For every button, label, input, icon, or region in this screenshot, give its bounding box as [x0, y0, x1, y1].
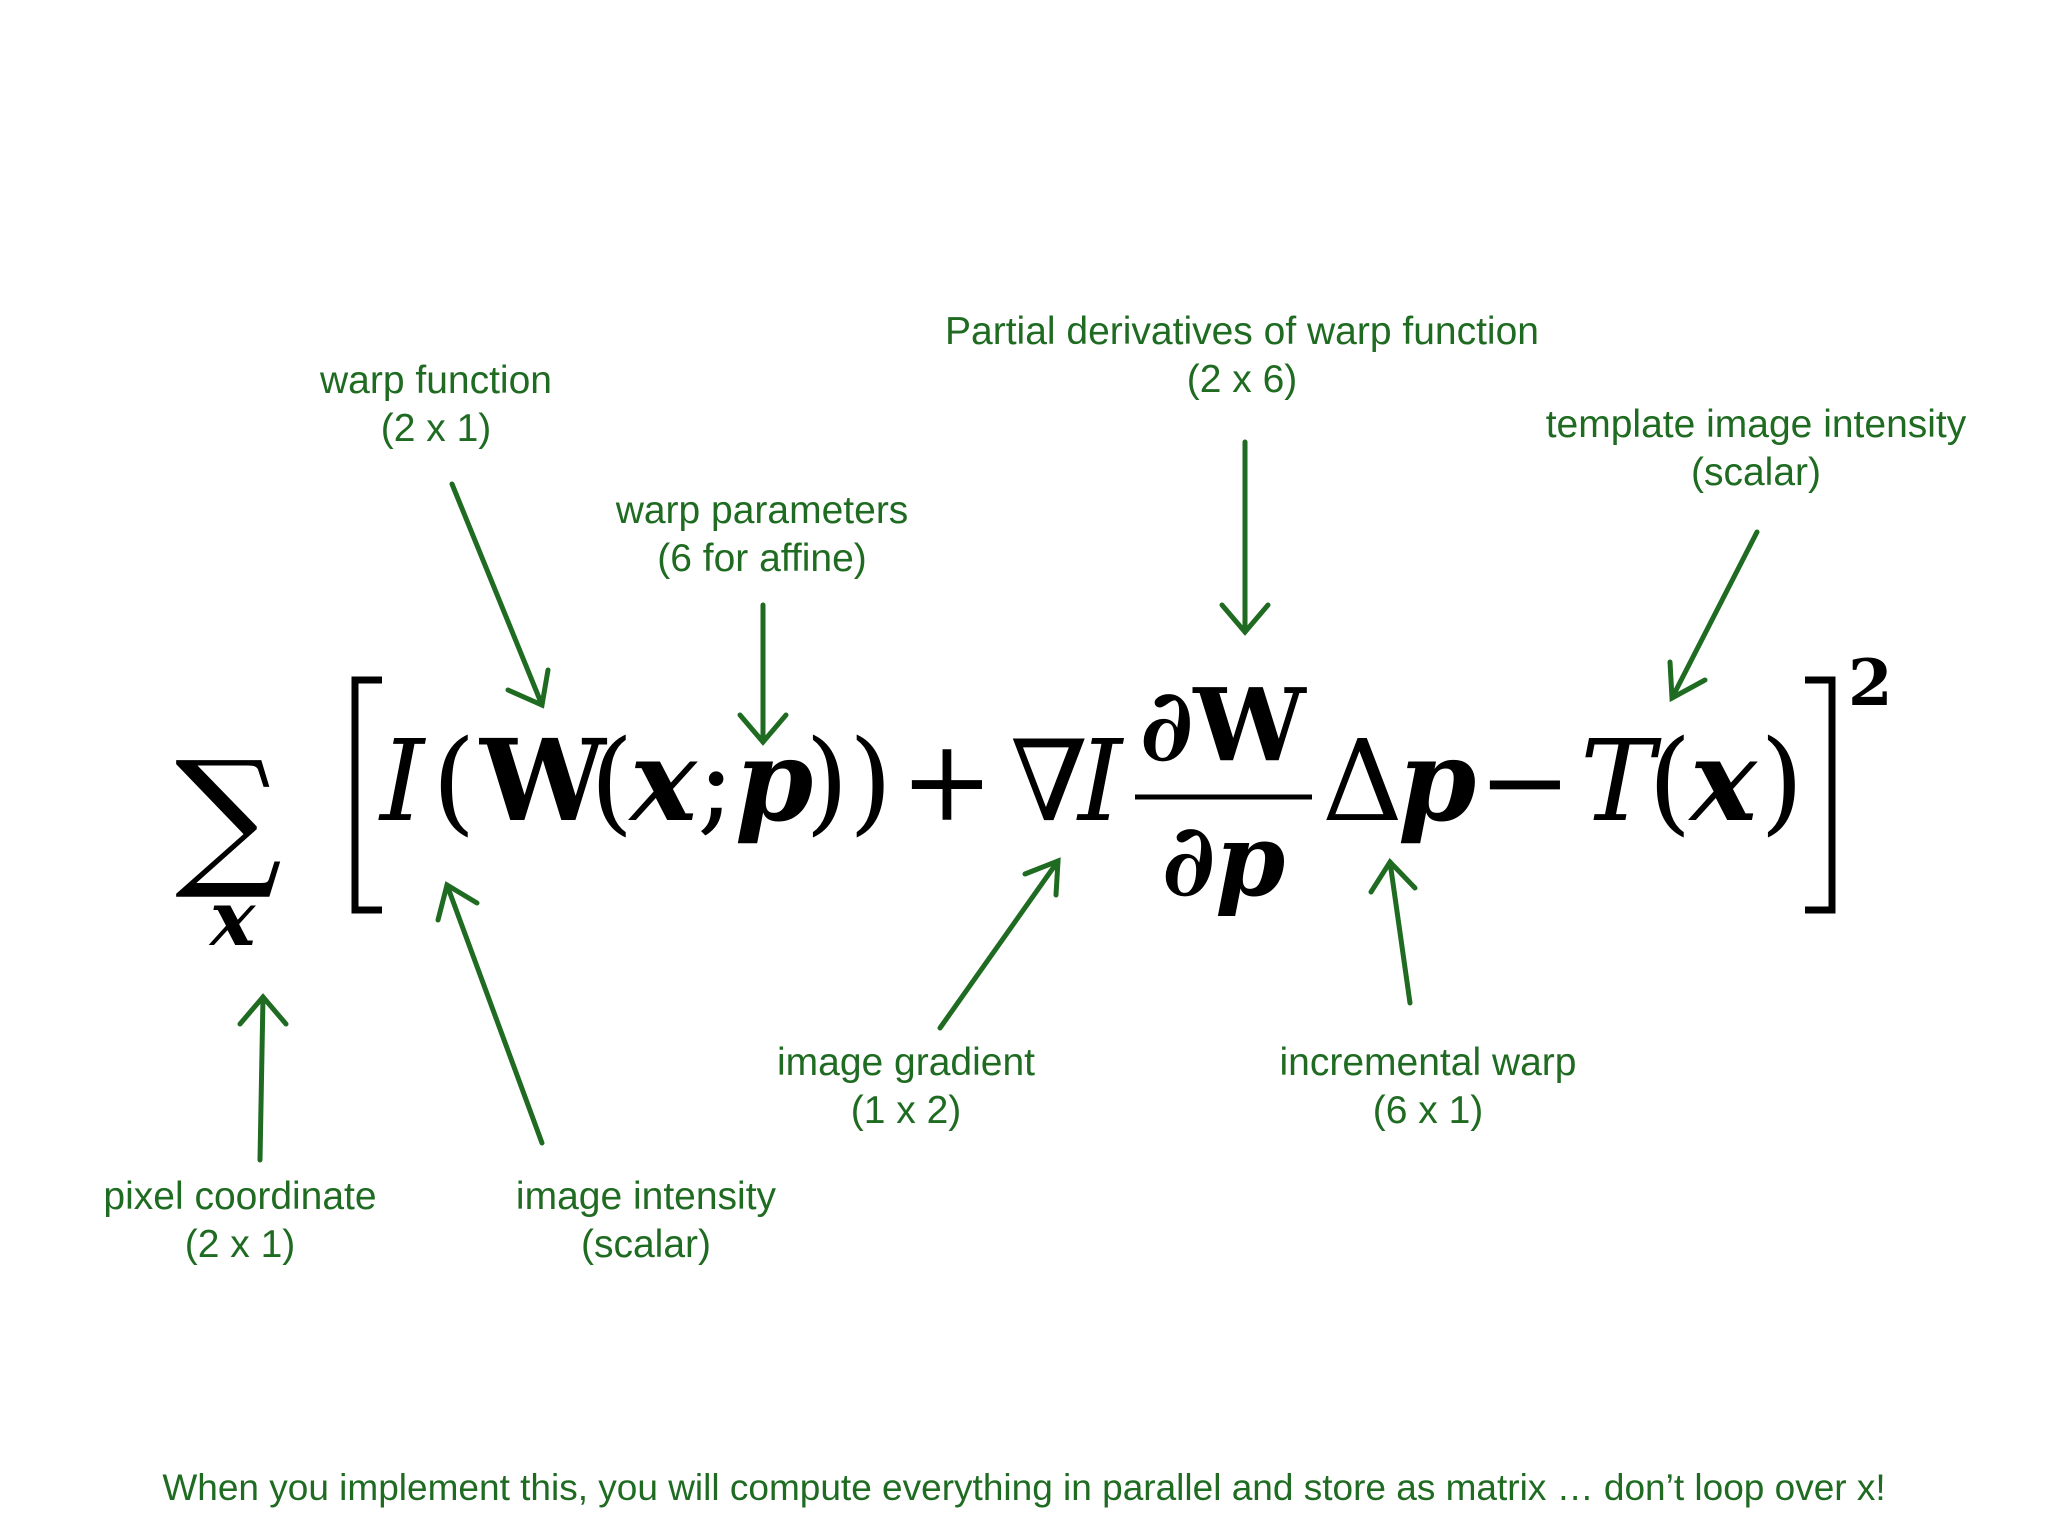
term-W: W [479, 716, 608, 847]
image-gradient-title: image gradient [777, 1041, 1035, 1084]
t-paren-open: ( [1648, 717, 1692, 847]
incremental-warp-dims: (6 x 1) [1373, 1089, 1484, 1132]
delta-symbol: Δ [1322, 717, 1403, 847]
arrow-template-intensity [1667, 529, 1760, 703]
warp-function-title: warp function [319, 359, 552, 402]
paren-open-1: ( [432, 717, 476, 847]
semicolon: ; [697, 717, 735, 847]
pixel-coordinate-dims: (2 x 1) [185, 1223, 296, 1266]
annotation-image-intensity: image intensity (scalar) [516, 1175, 777, 1266]
annotation-image-gradient: image gradient (1 x 2) [777, 1041, 1035, 1132]
image-intensity-title: image intensity [516, 1175, 777, 1218]
incremental-warp-title: incremental warp [1280, 1041, 1577, 1084]
paren-close-double: )) [805, 717, 892, 847]
arrow-warp-parameters [737, 602, 789, 746]
annotation-template-intensity: template image intensity (scalar) [1546, 403, 1967, 494]
term-x: x [628, 716, 698, 847]
right-bracket [1805, 676, 1836, 914]
nabla-symbol: ∇ [1010, 717, 1088, 847]
sum-symbol: ∑ [175, 730, 282, 904]
image-intensity-dims: (scalar) [581, 1223, 711, 1266]
gradient-I: I [1076, 717, 1125, 847]
pixel-coordinate-title: pixel coordinate [103, 1175, 376, 1218]
arrow-image-gradient [937, 857, 1061, 1031]
left-bracket [351, 676, 382, 914]
minus-sign: − [1478, 717, 1572, 847]
template-intensity-title: template image intensity [1546, 403, 1967, 446]
arrow-warp-function [449, 481, 551, 709]
template-intensity-dims: (scalar) [1691, 451, 1821, 494]
t-paren-close: ) [1760, 717, 1804, 847]
warp-parameters-title: warp parameters [615, 489, 909, 532]
arrow-image-intensity [435, 881, 545, 1146]
annotation-warp-function: warp function (2 x 1) [319, 359, 552, 450]
arrow-pixel-coordinate [237, 993, 289, 1163]
plus-sign: + [900, 717, 994, 847]
partial-derivatives-dims: (2 x 6) [1187, 358, 1298, 401]
fraction-numerator: ∂W [1140, 666, 1307, 784]
arrow-incremental-warp [1368, 857, 1418, 1006]
exponent: 2 [1848, 646, 1893, 721]
annotation-warp-parameters: warp parameters (6 for affine) [615, 489, 909, 580]
t-x: x [1688, 716, 1758, 847]
warp-parameters-dims: (6 for affine) [657, 537, 867, 580]
image-gradient-dims: (1 x 2) [851, 1089, 962, 1132]
annotation-pixel-coordinate: pixel coordinate (2 x 1) [103, 1175, 376, 1266]
fraction-denominator: ∂p [1162, 801, 1285, 919]
partial-derivatives-title: Partial derivatives of warp function [945, 310, 1539, 353]
arrow-partial-derivatives [1219, 439, 1271, 636]
paren-open-2: ( [590, 717, 634, 847]
sum-index: x [208, 874, 257, 963]
term-I: I [378, 717, 427, 847]
equation: ∑ x I ( W ( x ; p )) + ∇ I ∂W ∂p Δ p − T… [175, 646, 1893, 963]
term-p: p [735, 716, 813, 847]
annotation-incremental-warp: incremental warp (6 x 1) [1280, 1041, 1577, 1132]
annotation-partial-derivatives: Partial derivatives of warp function (2 … [945, 310, 1539, 401]
term-T: T [1580, 717, 1662, 847]
footer-note: When you implement this, you will comput… [162, 1467, 1885, 1508]
warp-function-dims: (2 x 1) [381, 407, 492, 450]
delta-p: p [1398, 716, 1476, 847]
